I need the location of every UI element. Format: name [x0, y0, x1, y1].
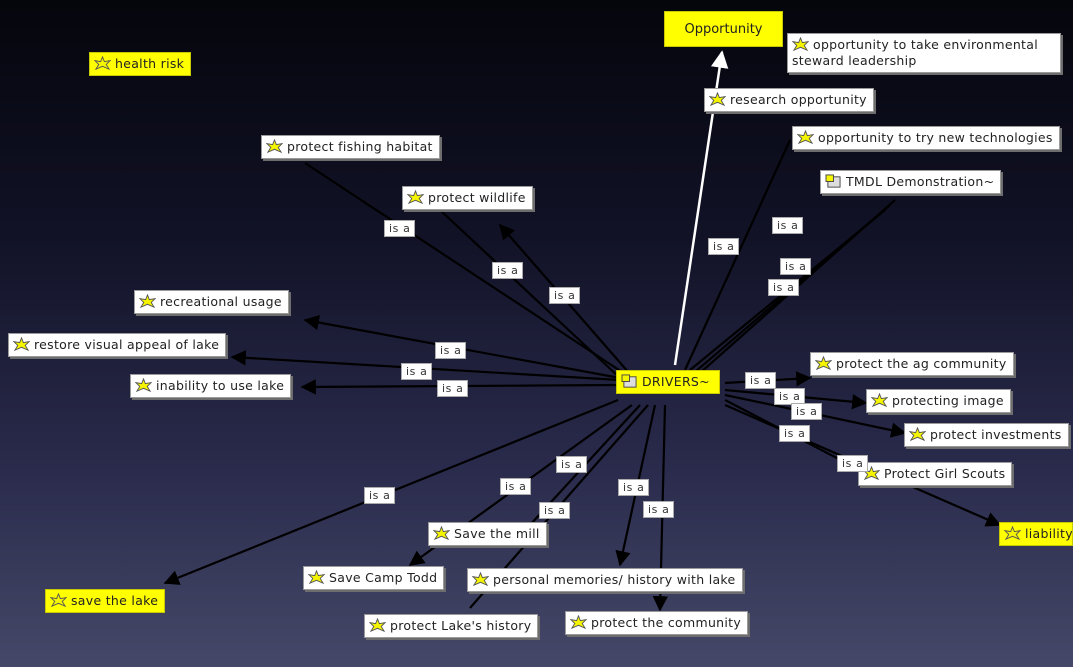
concept-icon — [50, 593, 67, 608]
node-label: protect the ag community — [836, 356, 1007, 371]
node-label: protect the community — [591, 615, 742, 630]
node-health-risk[interactable]: health risk — [89, 52, 192, 76]
edge-protect-fishing — [304, 162, 626, 375]
relation-label[interactable]: is a — [774, 388, 806, 405]
opportunity-label: Opportunity — [684, 21, 763, 37]
node-protect-girl-scouts[interactable]: Protect Girl Scouts — [858, 462, 1013, 486]
node-label: inability to use lake — [156, 378, 285, 393]
concept-icon — [472, 572, 489, 587]
concept-icon — [139, 294, 156, 309]
node-inability-to-use-lake[interactable]: inability to use lake — [130, 374, 292, 398]
node-label: Save Camp Todd — [329, 570, 438, 585]
concept-icon — [135, 378, 152, 393]
node-drivers-center[interactable]: DRIVERS~ — [616, 370, 720, 394]
node-tmdl-demonstration[interactable]: TMDL Demonstration~ — [820, 170, 1002, 194]
node-protect-ag-community[interactable]: protect the ag community — [810, 352, 1014, 376]
relation-label[interactable]: is a — [772, 217, 804, 234]
edge-wildlife-extra — [439, 209, 621, 379]
node-label: DRIVERS~ — [642, 374, 710, 389]
concept-icon — [909, 427, 926, 442]
relation-label[interactable]: is a — [539, 502, 571, 519]
concept-icon — [792, 37, 809, 52]
concept-icon — [13, 337, 30, 352]
relation-label[interactable]: is a — [500, 478, 532, 495]
node-save-camp-todd[interactable]: Save Camp Todd — [303, 566, 445, 590]
relation-label[interactable]: is a — [837, 455, 869, 472]
node-label: protect wildlife — [428, 190, 526, 205]
relation-label[interactable]: is a — [791, 403, 823, 420]
node-label: protect fishing habitat — [287, 139, 433, 154]
node-label: TMDL Demonstration~ — [846, 174, 995, 189]
relation-label[interactable]: is a — [708, 238, 740, 255]
node-protect-fishing-habitat[interactable]: protect fishing habitat — [261, 135, 440, 159]
node-label: protecting image — [892, 393, 1004, 408]
concept-icon — [407, 190, 424, 205]
concept-icon — [308, 570, 325, 585]
concept-icon — [709, 92, 726, 107]
concept-icon — [815, 356, 832, 371]
node-label: personal memories/ history with lake — [493, 572, 736, 587]
node-label: research opportunity — [730, 92, 867, 107]
node-save-the-lake[interactable]: save the lake — [45, 589, 166, 613]
relation-label[interactable]: is a — [401, 363, 433, 380]
node-label: Protect Girl Scouts — [884, 466, 1006, 481]
relation-label[interactable]: is a — [549, 287, 581, 304]
node-label: Save the mill — [454, 526, 540, 541]
node-research-opportunity[interactable]: research opportunity — [704, 88, 874, 112]
relation-label[interactable]: is a — [437, 380, 469, 397]
node-recreational-usage[interactable]: recreational usage — [134, 290, 289, 314]
node-liability[interactable]: liability — [999, 522, 1073, 546]
relation-label[interactable]: is a — [364, 487, 396, 504]
node-opportunity-new-tech[interactable]: opportunity to try new technologies — [792, 126, 1060, 150]
node-label: health risk — [115, 56, 185, 71]
relation-label[interactable]: is a — [768, 279, 800, 296]
relation-label[interactable]: is a — [643, 501, 675, 518]
concept-icon — [1004, 526, 1021, 541]
concept-icon — [433, 526, 450, 541]
concept-icon — [266, 139, 283, 154]
node-save-the-mill[interactable]: Save the mill — [428, 522, 547, 546]
relation-label[interactable]: is a — [780, 258, 812, 275]
node-opportunity-env-steward[interactable]: opportunity to take environmental stewar… — [787, 33, 1061, 73]
relation-label[interactable]: is a — [745, 372, 777, 389]
node-protect-the-community[interactable]: protect the community — [565, 611, 749, 635]
node-label: restore visual appeal of lake — [34, 337, 220, 352]
concept-icon — [94, 56, 111, 71]
submap-icon — [621, 374, 637, 388]
concept-icon — [570, 615, 587, 630]
concept-icon — [871, 393, 888, 408]
node-protecting-image[interactable]: protecting image — [866, 389, 1011, 413]
relation-label[interactable]: is a — [384, 220, 416, 237]
node-label: opportunity to try new technologies — [818, 130, 1053, 145]
node-label: save the lake — [71, 593, 159, 608]
edge-new-tech — [683, 139, 792, 371]
node-label: recreational usage — [160, 294, 282, 309]
node-protect-investments[interactable]: protect investments — [904, 423, 1069, 447]
concept-icon — [369, 618, 386, 633]
node-restore-visual-appeal[interactable]: restore visual appeal of lake — [8, 333, 227, 357]
node-label: protect Lake's history — [390, 618, 532, 633]
relation-label[interactable]: is a — [779, 425, 811, 442]
concept-icon — [797, 130, 814, 145]
submap-icon — [825, 174, 841, 188]
node-label: protect investments — [930, 427, 1062, 442]
relation-label[interactable]: is a — [556, 456, 588, 473]
relation-label[interactable]: is a — [492, 262, 524, 279]
node-personal-memories[interactable]: personal memories/ history with lake — [467, 568, 743, 592]
node-label: liability — [1025, 526, 1073, 541]
node-protect-lakes-history[interactable]: protect Lake's history — [364, 614, 539, 638]
relation-label[interactable]: is a — [618, 479, 650, 496]
node-protect-wildlife[interactable]: protect wildlife — [402, 186, 533, 210]
opportunity-node[interactable]: Opportunity — [664, 11, 783, 47]
relation-label[interactable]: is a — [435, 342, 467, 359]
node-label: opportunity to take environmental stewar… — [792, 37, 1038, 68]
